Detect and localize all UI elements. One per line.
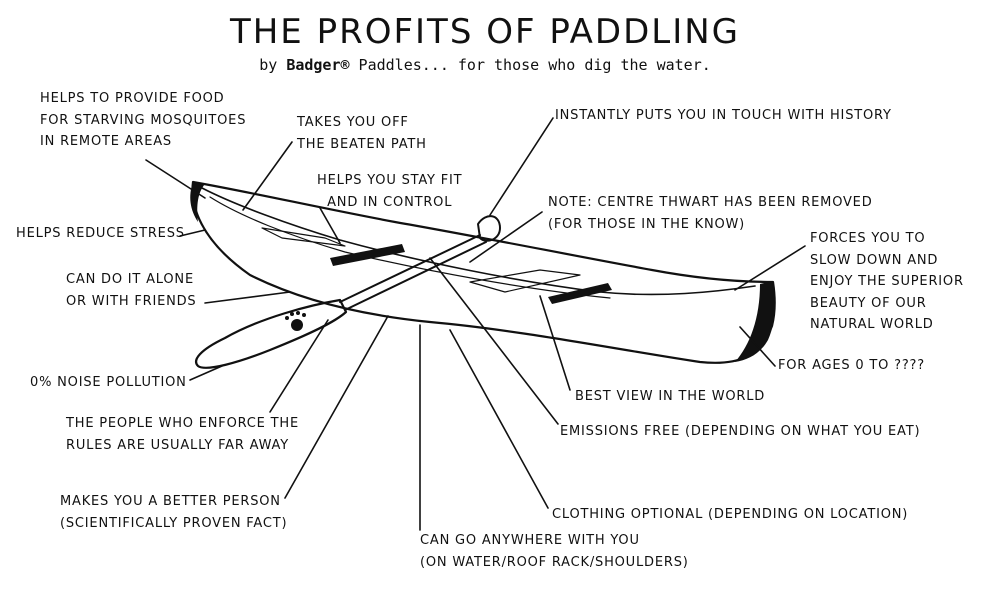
label-line: INSTANTLY PUTS YOU IN TOUCH WITH HISTORY [555, 108, 892, 123]
page-title: THE PROFITS OF PADDLING [229, 12, 741, 52]
leader-clothing [449, 329, 549, 509]
leader-alone [204, 291, 291, 304]
label-line: RULES ARE USUALLY FAR AWAY [66, 437, 289, 453]
label-noise: 0% NOISE POLLUTION [30, 372, 187, 394]
label-ages: FOR AGES 0 TO ???? [778, 355, 925, 377]
leader-noise [189, 365, 223, 381]
leader-thwart [469, 211, 543, 263]
leader-better-person [284, 315, 389, 499]
label-line: FOR AGES 0 TO ???? [778, 358, 925, 373]
label-line: NOTE: CENTRE THWART HAS BEEN REMOVED [548, 195, 873, 210]
leader-stress [179, 229, 206, 237]
label-line: THE PEOPLE WHO ENFORCE THE [66, 416, 299, 431]
label-line: IN REMOTE AREAS [40, 134, 172, 149]
label-history: INSTANTLY PUTS YOU IN TOUCH WITH HISTORY [555, 105, 892, 127]
leader-best-view [539, 295, 571, 391]
canoe-seat-front [330, 244, 405, 266]
label-line: MAKES YOU A BETTER PERSON [60, 494, 281, 509]
canoe-stern-seat-outline [469, 269, 581, 293]
label-line: OR WITH FRIENDS [66, 293, 197, 309]
label-fit: HELPS YOU STAY FIT AND IN CONTROL [317, 170, 462, 213]
label-line: CAN GO ANYWHERE WITH YOU [420, 533, 640, 548]
label-line: (ON WATER/ROOF RACK/SHOULDERS) [420, 554, 689, 570]
leader-mosquitoes [145, 159, 206, 199]
label-line: THE BEATEN PATH [297, 136, 427, 152]
label-beaten-path: TAKES YOU OFF THE BEATEN PATH [297, 112, 427, 155]
leader-emissions [429, 257, 559, 425]
label-enforce: THE PEOPLE WHO ENFORCE THE RULES ARE USU… [66, 413, 299, 456]
page-subtitle: by Badger® Paddles... for those who dig … [0, 56, 970, 74]
canoe-bow-seat-outline [261, 227, 346, 247]
label-emissions: EMISSIONS FREE (DEPENDING ON WHAT YOU EA… [560, 421, 920, 443]
label-line: FOR STARVING MOSQUITOES [40, 112, 247, 128]
label-line: NATURAL WORLD [810, 317, 934, 332]
paddle-shaft [339, 234, 481, 303]
label-slow-down: FORCES YOU TO SLOW DOWN AND ENJOY THE SU… [810, 228, 964, 336]
label-line: (FOR THOSE IN THE KNOW) [548, 216, 746, 232]
leader-history [489, 117, 554, 216]
label-thwart: NOTE: CENTRE THWART HAS BEEN REMOVED (FO… [548, 192, 873, 235]
label-line: SLOW DOWN AND [810, 252, 939, 268]
leader-fit [319, 207, 341, 244]
label-line: FORCES YOU TO [810, 231, 926, 246]
label-alone: CAN DO IT ALONE OR WITH FRIENDS [66, 269, 196, 312]
label-line: BEST VIEW IN THE WORLD [575, 389, 766, 404]
canoe-seat-rear [548, 283, 612, 304]
label-line: (SCIENTIFICALLY PROVEN FACT) [60, 515, 288, 531]
label-line: ENJOY THE SUPERIOR [810, 274, 964, 289]
label-best-view: BEST VIEW IN THE WORLD [575, 386, 765, 408]
label-clothing: CLOTHING OPTIONAL (DEPENDING ON LOCATION… [552, 504, 908, 526]
label-line: CLOTHING OPTIONAL (DEPENDING ON LOCATION… [552, 507, 909, 522]
label-mosquitoes: HELPS TO PROVIDE FOOD FOR STARVING MOSQU… [40, 88, 246, 153]
subtitle-suffix: Paddles... for those who dig the water. [349, 56, 711, 74]
subtitle-prefix: by [259, 56, 287, 74]
paddle-blade [195, 298, 348, 369]
canoe-gunwale [201, 187, 756, 296]
label-line: AND IN CONTROL [327, 194, 453, 210]
canoe-stern-shading [735, 281, 776, 362]
canoe-bow-shading [190, 182, 205, 222]
label-line: BEAUTY OF OUR [810, 295, 927, 311]
paddle-grip [477, 215, 501, 242]
label-line: 0% NOISE POLLUTION [30, 375, 187, 390]
leader-slow-down [734, 245, 806, 291]
leader-enforce [269, 319, 329, 413]
label-line: HELPS YOU STAY FIT [317, 173, 463, 188]
label-anywhere: CAN GO ANYWHERE WITH YOU (ON WATER/ROOF … [420, 530, 689, 573]
label-line: EMISSIONS FREE (DEPENDING ON WHAT YOU EA… [560, 424, 921, 439]
paw-logo-icon [285, 311, 306, 331]
paddle-shaft-2 [344, 241, 487, 311]
label-line: HELPS REDUCE STRESS [16, 226, 185, 241]
label-line: HELPS TO PROVIDE FOOD [40, 91, 225, 106]
label-line: CAN DO IT ALONE [66, 272, 194, 287]
leader-beaten-path [242, 141, 293, 211]
leader-ages [739, 326, 776, 367]
label-line: TAKES YOU OFF [297, 115, 409, 130]
label-stress: HELPS REDUCE STRESS [16, 223, 185, 245]
label-better-person: MAKES YOU A BETTER PERSON (SCIENTIFICALL… [60, 491, 287, 534]
brand-name: Badger® [286, 56, 350, 74]
